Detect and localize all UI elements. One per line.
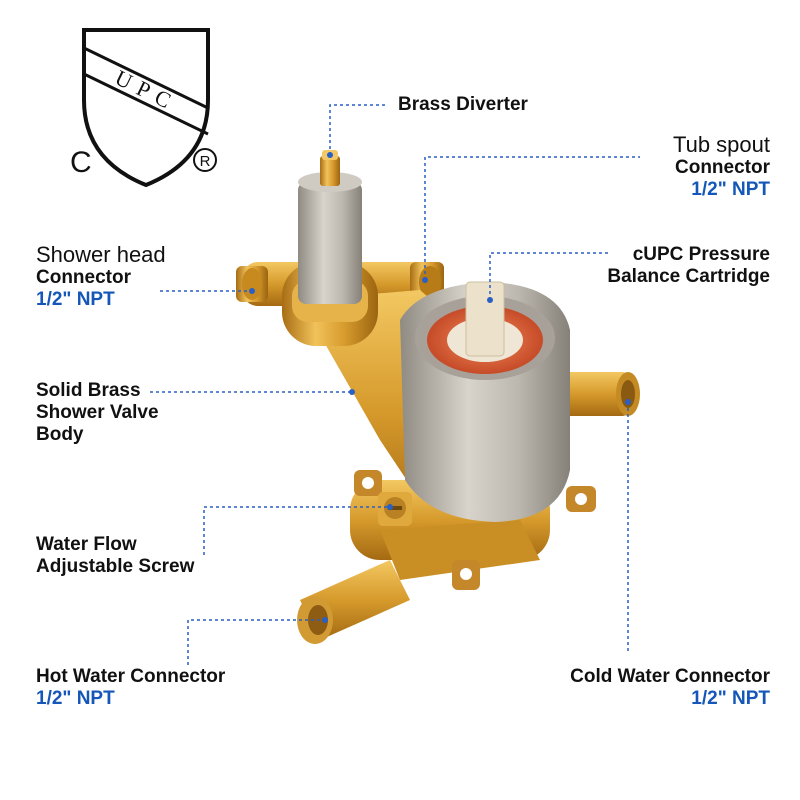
upc-shield-logo: UPC C R	[70, 28, 217, 188]
svg-text:R: R	[200, 153, 211, 170]
leader-dots	[249, 152, 631, 623]
upc-mark-text: UPC	[111, 65, 182, 117]
tub-spout-line1: Tub spout	[672, 132, 770, 157]
leader-lines	[150, 104, 640, 665]
valve-body-line2: Shower Valve	[36, 401, 159, 423]
valve-body-line3: Body	[36, 423, 84, 445]
pressure-balance-cartridge	[400, 281, 570, 522]
flow-screw-line1: Water Flow	[36, 534, 137, 555]
label-cartridge: cUPC Pressure Balance Cartridge	[607, 244, 770, 288]
flow-screw-line2: Adjustable Screw	[36, 555, 195, 577]
tub-spout-line2: Connector	[675, 157, 770, 179]
shower-head-line2: Connector	[36, 267, 131, 289]
label-tub-spout: Tub spout Connector 1/2" NPT	[673, 132, 770, 201]
hot-water-line1: Hot Water Connector	[36, 666, 226, 687]
c-symbol: C	[70, 146, 92, 179]
label-shower-head: Shower head Connector 1/2" NPT	[36, 242, 166, 311]
hot-water-spec: 1/2" NPT	[36, 687, 115, 709]
shower-head-spec: 1/2" NPT	[36, 289, 115, 311]
brass-diverter-text: Brass Diverter	[398, 94, 528, 115]
label-hot-water: Hot Water Connector 1/2" NPT	[36, 666, 225, 710]
cartridge-line1: cUPC Pressure	[632, 244, 770, 265]
tub-spout-spec: 1/2" NPT	[691, 179, 770, 201]
brass-diverter	[282, 150, 378, 346]
registered-icon: R	[193, 148, 217, 172]
label-brass-diverter: Brass Diverter	[398, 94, 528, 116]
label-flow-screw: Water Flow Adjustable Screw	[36, 534, 194, 578]
cold-water-spec: 1/2" NPT	[691, 687, 770, 709]
valve-body-line1: Solid Brass	[36, 380, 141, 401]
cartridge-line2: Balance Cartridge	[607, 265, 770, 287]
cold-water-line1: Cold Water Connector	[570, 666, 770, 687]
label-valve-body: Solid Brass Shower Valve Body	[36, 380, 159, 446]
shower-head-line1: Shower head	[36, 242, 166, 267]
label-cold-water: Cold Water Connector 1/2" NPT	[570, 666, 770, 710]
